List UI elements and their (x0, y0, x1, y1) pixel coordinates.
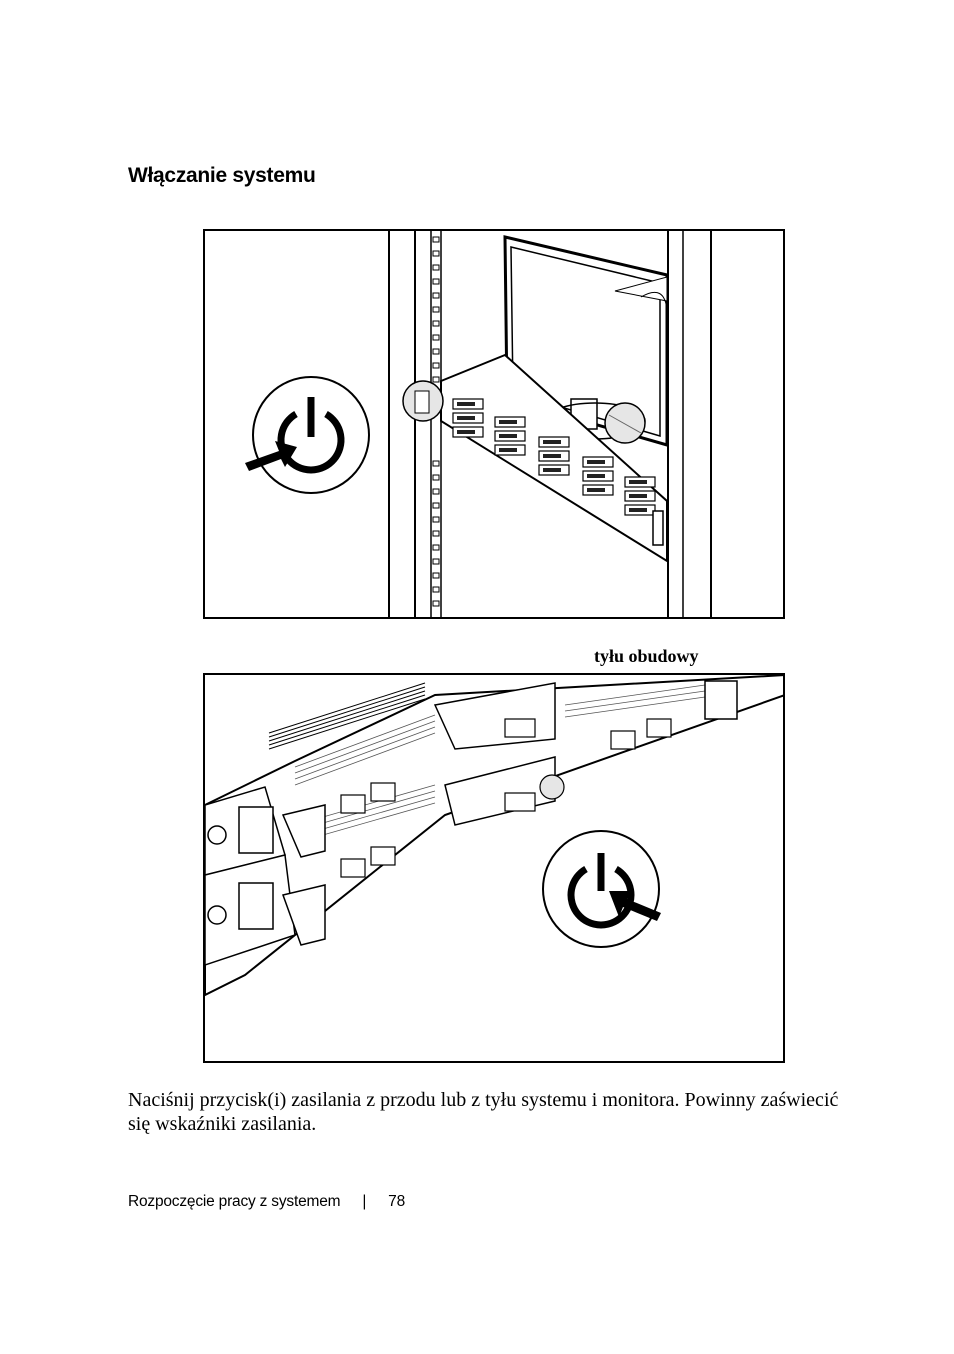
front-view-illustration (203, 229, 785, 619)
rear-view-illustration (203, 673, 785, 1063)
page-heading: Włączanie systemu (128, 164, 316, 187)
rear-view-caption: tyłu obudowy (594, 646, 699, 666)
instruction-paragraph: Naciśnij przycisk(i) zasilania z przodu … (128, 1089, 839, 1135)
page-number: 78 (388, 1193, 406, 1210)
footer-separator: | (362, 1193, 367, 1210)
footer-section-title: Rozpoczęcie pracy z systemem (128, 1193, 341, 1210)
page-footer: Rozpoczęcie pracy z systemem | 78 (128, 1193, 405, 1211)
